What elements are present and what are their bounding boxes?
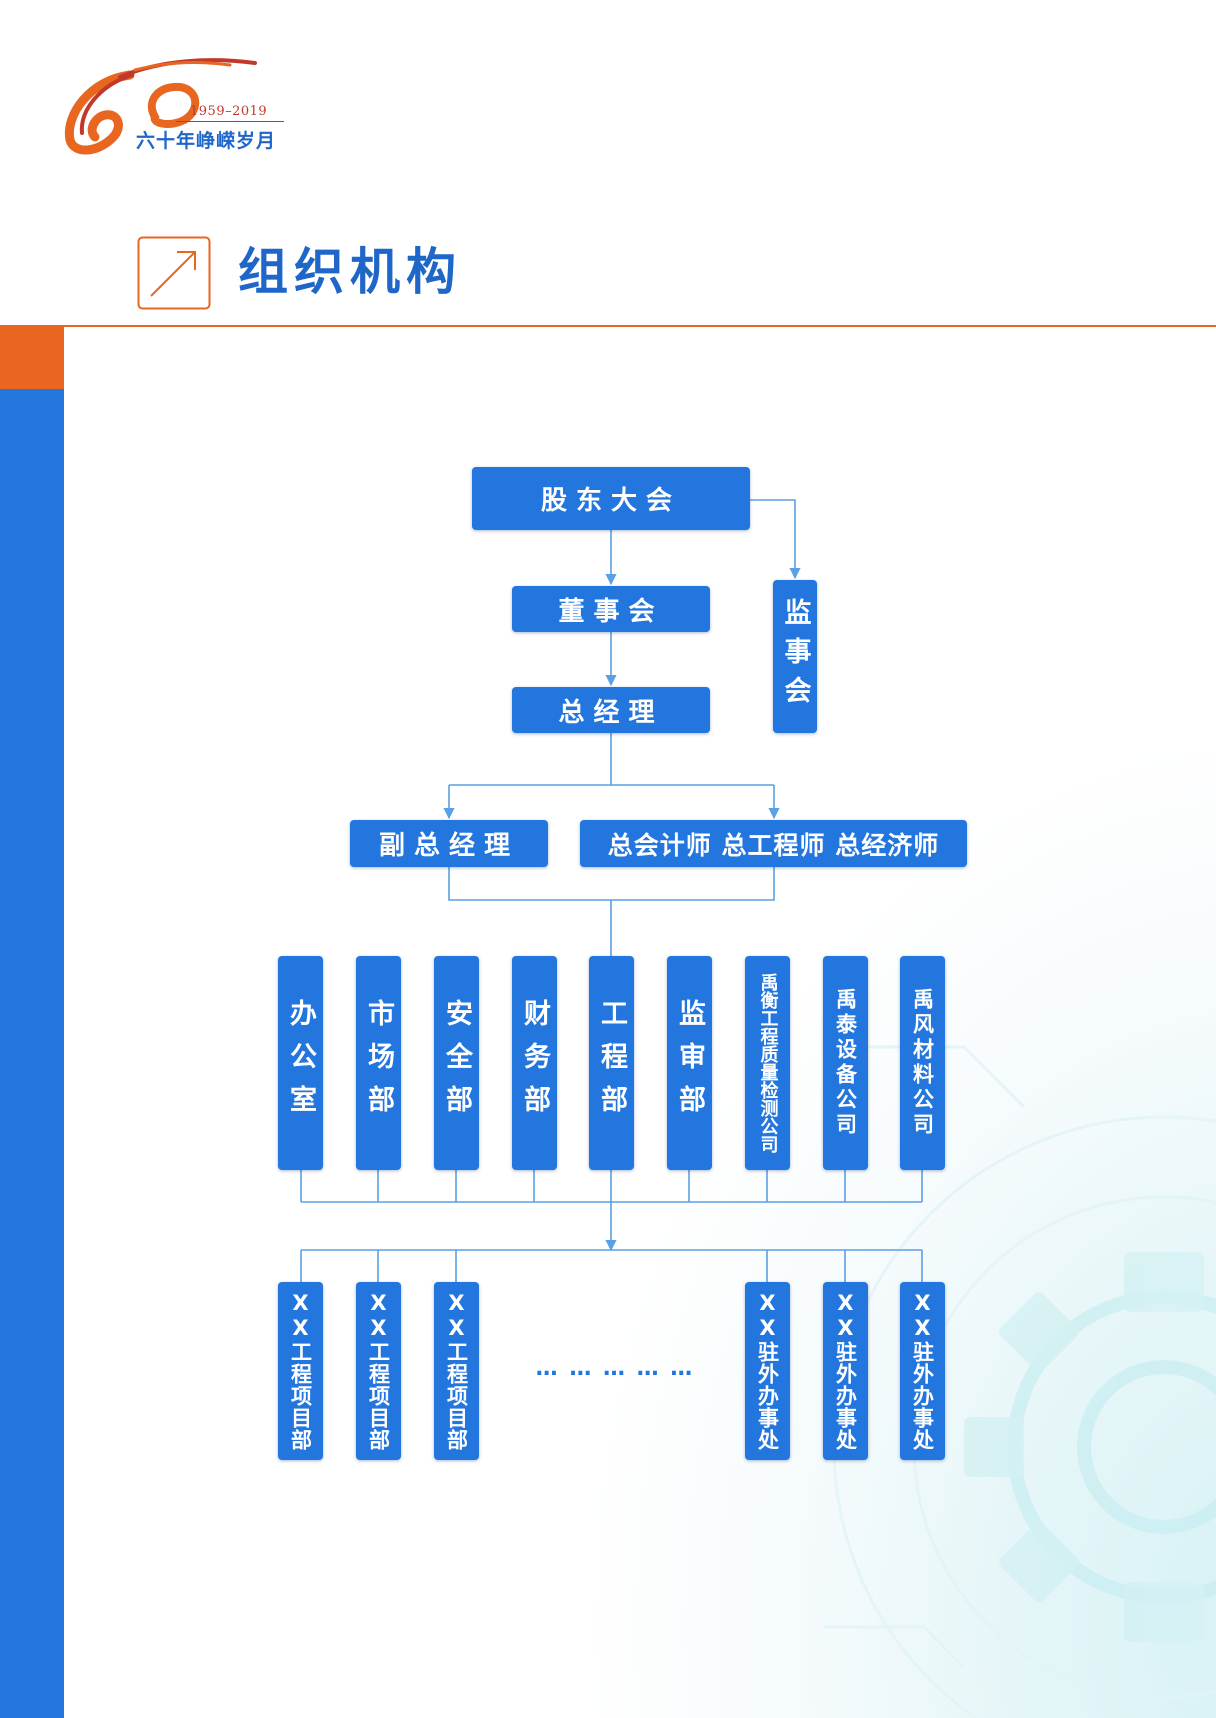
department-node: 财务部 bbox=[512, 956, 557, 1170]
department-node: 禹风材料公司 bbox=[900, 956, 945, 1170]
project-node: XX工程项目部 bbox=[356, 1282, 401, 1460]
page-title: 组织机构 bbox=[238, 242, 462, 301]
more-ellipsis: … … … … … bbox=[535, 1356, 695, 1381]
anniversary-logo bbox=[64, 58, 257, 155]
org-node-general-manager: 总经理 bbox=[512, 687, 710, 733]
org-node-chief-officers: 总会计师 总工程师 总经济师 bbox=[580, 820, 967, 867]
department-node: 监审部 bbox=[667, 956, 712, 1170]
org-node-deputy-gm: 副总经理 bbox=[350, 820, 548, 867]
office-node: XX驻外办事处 bbox=[823, 1282, 868, 1460]
page-header: 1959–2019 六十年峥嵘岁月 组织机构 bbox=[0, 0, 1216, 327]
logo-years: 1959–2019 bbox=[190, 104, 268, 119]
side-accent-blue bbox=[0, 389, 64, 1718]
org-node-board: 董事会 bbox=[512, 586, 710, 632]
department-node: 禹泰设备公司 bbox=[823, 956, 868, 1170]
project-node: XX工程项目部 bbox=[278, 1282, 323, 1460]
logo-divider bbox=[176, 121, 284, 122]
department-node: 办公室 bbox=[278, 956, 323, 1170]
department-node: 工程部 bbox=[589, 956, 634, 1170]
org-node-supervisors: 监事会 bbox=[773, 580, 817, 733]
header-rule bbox=[0, 325, 1216, 327]
logo-slogan: 六十年峥嵘岁月 bbox=[136, 130, 277, 152]
project-node: XX工程项目部 bbox=[434, 1282, 479, 1460]
department-node: 禹衡工程质量检测公司 bbox=[745, 956, 790, 1170]
arrow-box-icon bbox=[137, 236, 211, 310]
office-node: XX驻外办事处 bbox=[900, 1282, 945, 1460]
department-node: 安全部 bbox=[434, 956, 479, 1170]
department-node: 市场部 bbox=[356, 956, 401, 1170]
office-node: XX驻外办事处 bbox=[745, 1282, 790, 1460]
side-accent-orange bbox=[0, 327, 64, 389]
org-node-shareholders: 股东大会 bbox=[472, 467, 750, 530]
